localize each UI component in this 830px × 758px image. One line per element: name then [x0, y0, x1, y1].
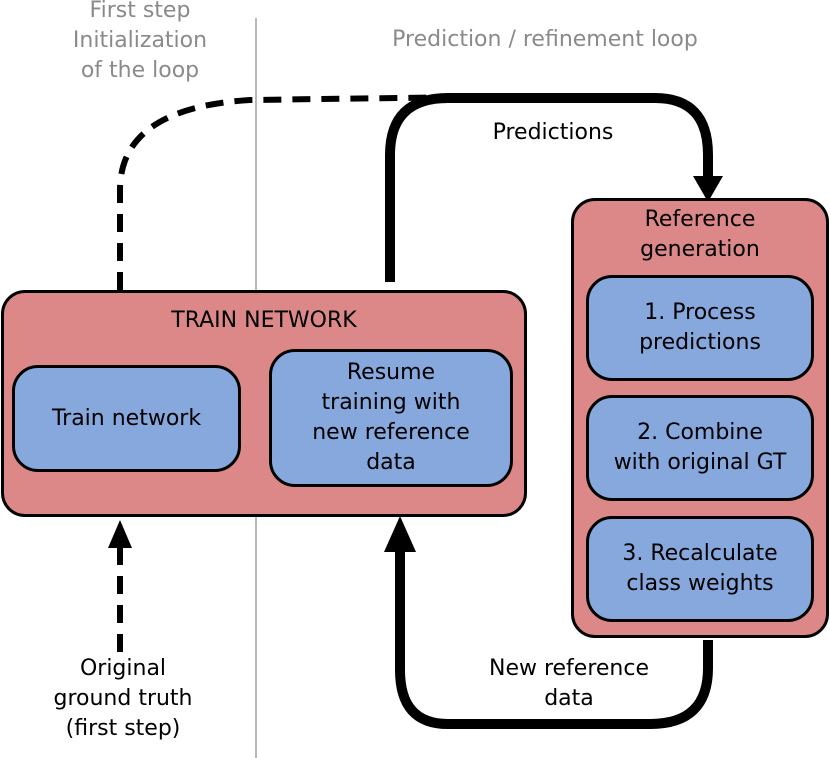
predictions-label: Predictions — [492, 120, 614, 145]
new-reference-label: New reference data — [488, 656, 650, 711]
new-reference-arrow-path — [395, 548, 713, 729]
combine-gt-node: 2. Combine with original GT — [586, 395, 814, 501]
train-network-title: TRAIN NETWORK — [171, 308, 357, 333]
reference-generation-title: Reference generation — [640, 207, 760, 262]
original-gt-arrowhead — [108, 520, 132, 548]
train-network-node: Train network — [12, 365, 241, 472]
caption-loop: Prediction / refinement loop — [392, 27, 698, 52]
recalculate-weights-node: 3. Recalculate class weights — [586, 516, 814, 622]
resume-training-node: Resume training with new reference data — [269, 349, 513, 487]
process-predictions-node: 1. Process predictions — [586, 275, 814, 381]
predictions-arrow-path — [385, 93, 713, 282]
original-gt-label: Original ground truth (first step) — [53, 656, 193, 741]
caption-first-step: First step Initialization of the loop — [72, 0, 208, 83]
dashed-init-arrow-path — [117, 94, 471, 290]
new-reference-arrowhead — [384, 516, 416, 552]
predictions-arrowhead — [693, 176, 723, 202]
